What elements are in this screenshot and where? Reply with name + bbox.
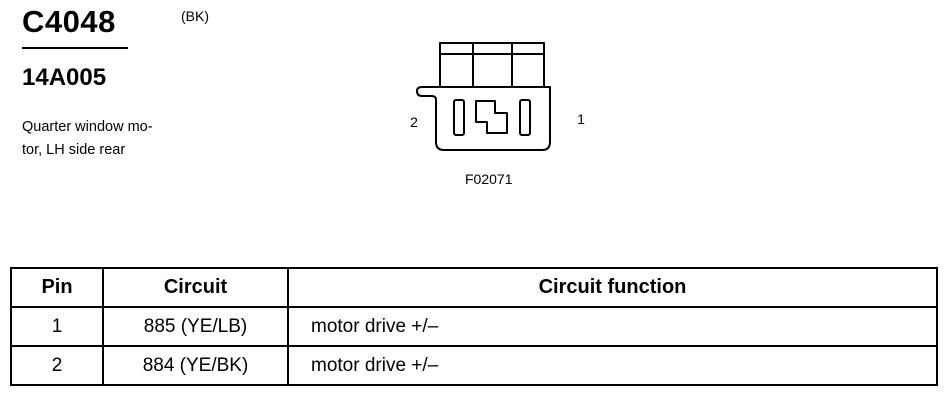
cell-circuit: 884 (YE/BK)	[102, 345, 289, 386]
description-line-2: tor, LH side rear	[22, 142, 126, 158]
terminal-2	[453, 99, 465, 136]
header-circuit: Circuit	[102, 267, 289, 308]
connector-description: Quarter window mo- tor, LH side rear	[22, 116, 192, 162]
description-line-1: Quarter window mo-	[22, 119, 153, 135]
table-row: 2 884 (YE/BK) motor drive +/–	[10, 345, 938, 386]
cell-pin: 1	[10, 306, 104, 347]
pin-table: Pin Circuit Circuit function 1 885 (YE/L…	[10, 267, 938, 386]
connector-color: (BK)	[181, 8, 209, 24]
connector-id: C4048	[22, 4, 116, 39]
pin-label-right: 1	[577, 111, 585, 127]
connector-housing	[416, 86, 551, 151]
pin-label-left: 2	[410, 114, 418, 130]
connector-id-underline	[22, 47, 128, 49]
center-key	[475, 100, 508, 134]
cell-circuit-function: motor drive +/–	[287, 306, 938, 347]
cell-circuit: 885 (YE/LB)	[102, 306, 289, 347]
figure-code: F02071	[465, 171, 513, 187]
table-header-row: Pin Circuit Circuit function	[10, 267, 938, 308]
header-pin: Pin	[10, 267, 104, 308]
terminal-1	[519, 99, 531, 136]
connector-latch	[439, 42, 545, 88]
cell-pin: 2	[10, 345, 104, 386]
part-number: 14A005	[22, 64, 107, 91]
table-row: 1 885 (YE/LB) motor drive +/–	[10, 306, 938, 347]
cell-circuit-function: motor drive +/–	[287, 345, 938, 386]
header-circuit-function: Circuit function	[287, 267, 938, 308]
connector-face-diagram: 2 1	[410, 42, 585, 151]
